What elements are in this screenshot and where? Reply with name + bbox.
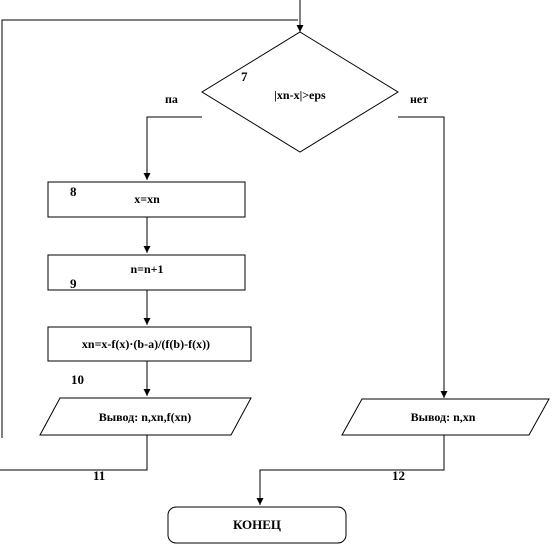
block-9-number: 9 bbox=[70, 276, 77, 291]
connector-left-number: 11 bbox=[93, 468, 105, 483]
yes-branch-line bbox=[143, 116, 202, 180]
end-terminator-text: КОНЕЦ bbox=[233, 517, 281, 532]
output-right-text: Вывод: n,xn bbox=[411, 410, 476, 424]
decision-number: 7 bbox=[241, 69, 248, 84]
process-block-8 bbox=[47, 181, 246, 218]
connector-right-line bbox=[256, 435, 445, 505]
output-left-text: Вывод: n,xn,f(xn) bbox=[99, 410, 192, 424]
output-left-parallelogram bbox=[39, 397, 252, 436]
process-block-9 bbox=[47, 254, 246, 291]
process-block-10 bbox=[47, 326, 252, 362]
decision-condition: |xn-x|>eps bbox=[274, 88, 326, 102]
no-label: нет bbox=[410, 92, 428, 106]
connector-right-number: 12 bbox=[392, 468, 405, 483]
yes-label: па bbox=[165, 92, 178, 106]
output-right-parallelogram bbox=[341, 398, 550, 436]
block-8-number: 8 bbox=[70, 184, 77, 199]
block-9-text: n=n+1 bbox=[130, 262, 163, 276]
no-branch-line bbox=[398, 116, 448, 398]
connector-left-line bbox=[0, 435, 148, 471]
block-10-text: xn=x-f(x)·(b-a)/(f(b)-f(x)) bbox=[82, 337, 210, 351]
block-8-text: x=xn bbox=[134, 192, 160, 206]
end-terminator bbox=[167, 506, 347, 544]
loop-back-line bbox=[1, 19, 298, 438]
decision-diamond bbox=[201, 31, 399, 153]
block-10-number: 10 bbox=[71, 372, 84, 387]
